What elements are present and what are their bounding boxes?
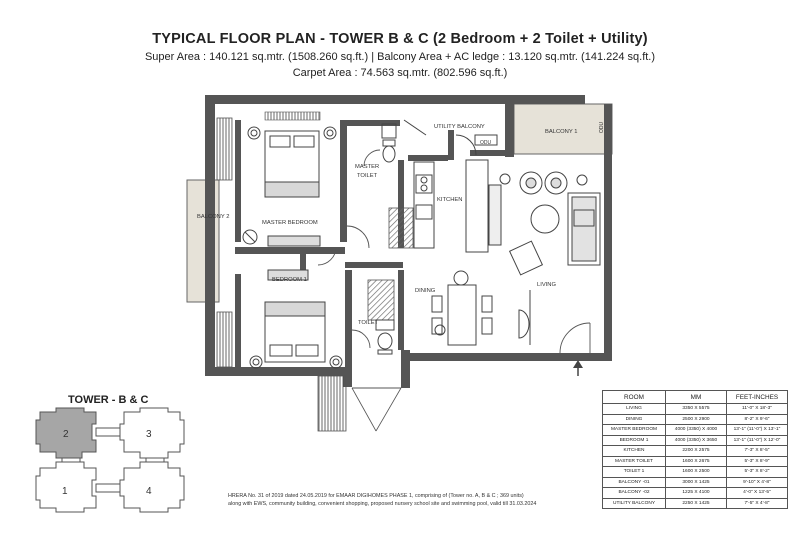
cell-mm: 2250 X 1425 bbox=[665, 497, 727, 509]
label-toilet: TOILET bbox=[358, 320, 379, 326]
ledge-toilet bbox=[367, 279, 395, 321]
label-odu-1: ODU bbox=[480, 140, 492, 146]
master-bed bbox=[247, 126, 337, 198]
label-dining: DINING bbox=[415, 288, 436, 294]
footnote-line-1: HRERA No. 31 of 2019 dated 24.05.2019 fo… bbox=[228, 493, 524, 499]
key-plan-unit-1: 1 bbox=[62, 486, 68, 497]
rera-footnote: HRERA No. 31 of 2019 dated 24.05.2019 fo… bbox=[228, 492, 598, 508]
cell-ft: 4'-0" X 13'-5" bbox=[726, 487, 788, 499]
label-odu-2: ODU bbox=[599, 122, 605, 134]
cell-ft: 9'-10" X 4'-8" bbox=[726, 476, 788, 488]
label-master-toilet-2: TOILET bbox=[357, 173, 378, 179]
cell-room: MASTER TOILET bbox=[602, 455, 666, 467]
label-master-toilet-1: MASTER bbox=[355, 164, 379, 170]
window-master-bedroom bbox=[216, 117, 233, 181]
door-swings bbox=[317, 149, 591, 354]
key-plan-unit-2-shape bbox=[35, 407, 97, 459]
cell-mm: 3350 X 5575 bbox=[665, 403, 727, 415]
label-bedroom-1: BEDROOM 1 bbox=[272, 277, 307, 283]
cell-ft: 5'-3" X 8'-2" bbox=[726, 466, 788, 478]
footnote-line-2: along with EWS, community building, conv… bbox=[228, 501, 537, 507]
entry-arrow bbox=[573, 360, 583, 376]
cell-mm: 3000 X 1425 bbox=[665, 476, 727, 488]
label-kitchen: KITCHEN bbox=[437, 197, 462, 203]
cell-mm: 4000 (3350) X 3650 bbox=[665, 434, 727, 446]
cell-ft: 11'-0" X 18'-3" bbox=[726, 403, 788, 415]
cell-ft: 7'-3" X 8'-5" bbox=[726, 445, 788, 457]
tv-unit bbox=[518, 290, 531, 345]
cell-mm: 4000 (3350) X 4000 bbox=[665, 424, 727, 436]
kitchen-counter bbox=[413, 159, 502, 253]
dining-table bbox=[431, 270, 493, 346]
cell-ft: 13'-1" (11'-0") X 12'-0" bbox=[726, 434, 788, 446]
exterior-walls bbox=[205, 95, 612, 388]
label-master-bedroom: MASTER BEDROOM bbox=[262, 220, 318, 226]
plan-title: TYPICAL FLOOR PLAN - TOWER B & C (2 Bedr… bbox=[152, 31, 648, 47]
utility-balcony-fixtures bbox=[455, 134, 498, 156]
ledge-top bbox=[264, 111, 321, 121]
living-sofa bbox=[499, 171, 601, 276]
label-utility-balcony: UTILITY BALCONY bbox=[434, 124, 485, 130]
cell-room: TOILET 1 bbox=[602, 466, 666, 478]
col-mm: MM bbox=[665, 390, 727, 404]
label-balcony-2: BALCONY 2 bbox=[197, 214, 229, 220]
carpet-area-text: Carpet Area : 74.563 sq.mtr. (802.596 sq… bbox=[292, 67, 508, 79]
label-living: LIVING bbox=[537, 282, 556, 288]
balcony-1-floor bbox=[513, 103, 613, 155]
key-plan-unit-4: 4 bbox=[146, 486, 152, 497]
interior-walls bbox=[235, 120, 506, 368]
cell-ft: 7'-5" X 4'-8" bbox=[726, 497, 788, 509]
col-room: ROOM bbox=[602, 390, 666, 404]
cell-room: BALCONY -02 bbox=[602, 487, 666, 499]
col-feet-inches: FEET-INCHES bbox=[726, 390, 788, 404]
cell-ft: 5'-3" X 8'-9" bbox=[726, 455, 788, 467]
cell-room: LIVING bbox=[602, 403, 666, 415]
wardrobe-master bbox=[242, 229, 321, 247]
ledge-master-toilet bbox=[388, 207, 414, 249]
cell-ft: 13'-1" (11'-0") X 13'-1" bbox=[726, 424, 788, 436]
toilet-fixtures bbox=[375, 319, 395, 355]
cell-room: BEDROOM 1 bbox=[602, 434, 666, 446]
cell-mm: 2500 X 2900 bbox=[665, 413, 727, 425]
bedroom-1-bed bbox=[249, 269, 343, 369]
cell-room: DINING bbox=[602, 413, 666, 425]
key-plan bbox=[35, 407, 185, 513]
key-plan-unit-2: 2 bbox=[63, 429, 69, 440]
key-plan-unit-3-shape bbox=[119, 407, 185, 459]
key-plan-title: TOWER - B & C bbox=[68, 394, 149, 406]
cell-room: UTILITY BALCONY bbox=[602, 497, 666, 509]
cell-room: MASTER BEDROOM bbox=[602, 424, 666, 436]
master-toilet-fixtures bbox=[381, 119, 427, 163]
key-plan-unit-4-shape bbox=[119, 461, 185, 513]
window-bedroom-1 bbox=[216, 311, 233, 368]
super-area-text: Super Area : 140.121 sq.mtr. (1508.260 s… bbox=[144, 51, 656, 63]
label-balcony-1: BALCONY 1 bbox=[545, 129, 577, 135]
cell-mm: 2200 X 2575 bbox=[665, 445, 727, 457]
cell-mm: 1600 X 2500 bbox=[665, 466, 727, 478]
key-plan-unit-1-shape bbox=[35, 461, 97, 513]
key-plan-unit-3: 3 bbox=[146, 429, 152, 440]
cell-mm: 1225 X 4100 bbox=[665, 487, 727, 499]
cell-ft: 8'-2" X 9'-6" bbox=[726, 413, 788, 425]
cell-room: KITCHEN bbox=[602, 445, 666, 457]
cell-mm: 1600 X 2675 bbox=[665, 455, 727, 467]
cell-room: BALCONY -01 bbox=[602, 476, 666, 488]
stair-duct bbox=[317, 375, 402, 432]
table-header-row: ROOM MM FEET-INCHES bbox=[602, 390, 788, 404]
